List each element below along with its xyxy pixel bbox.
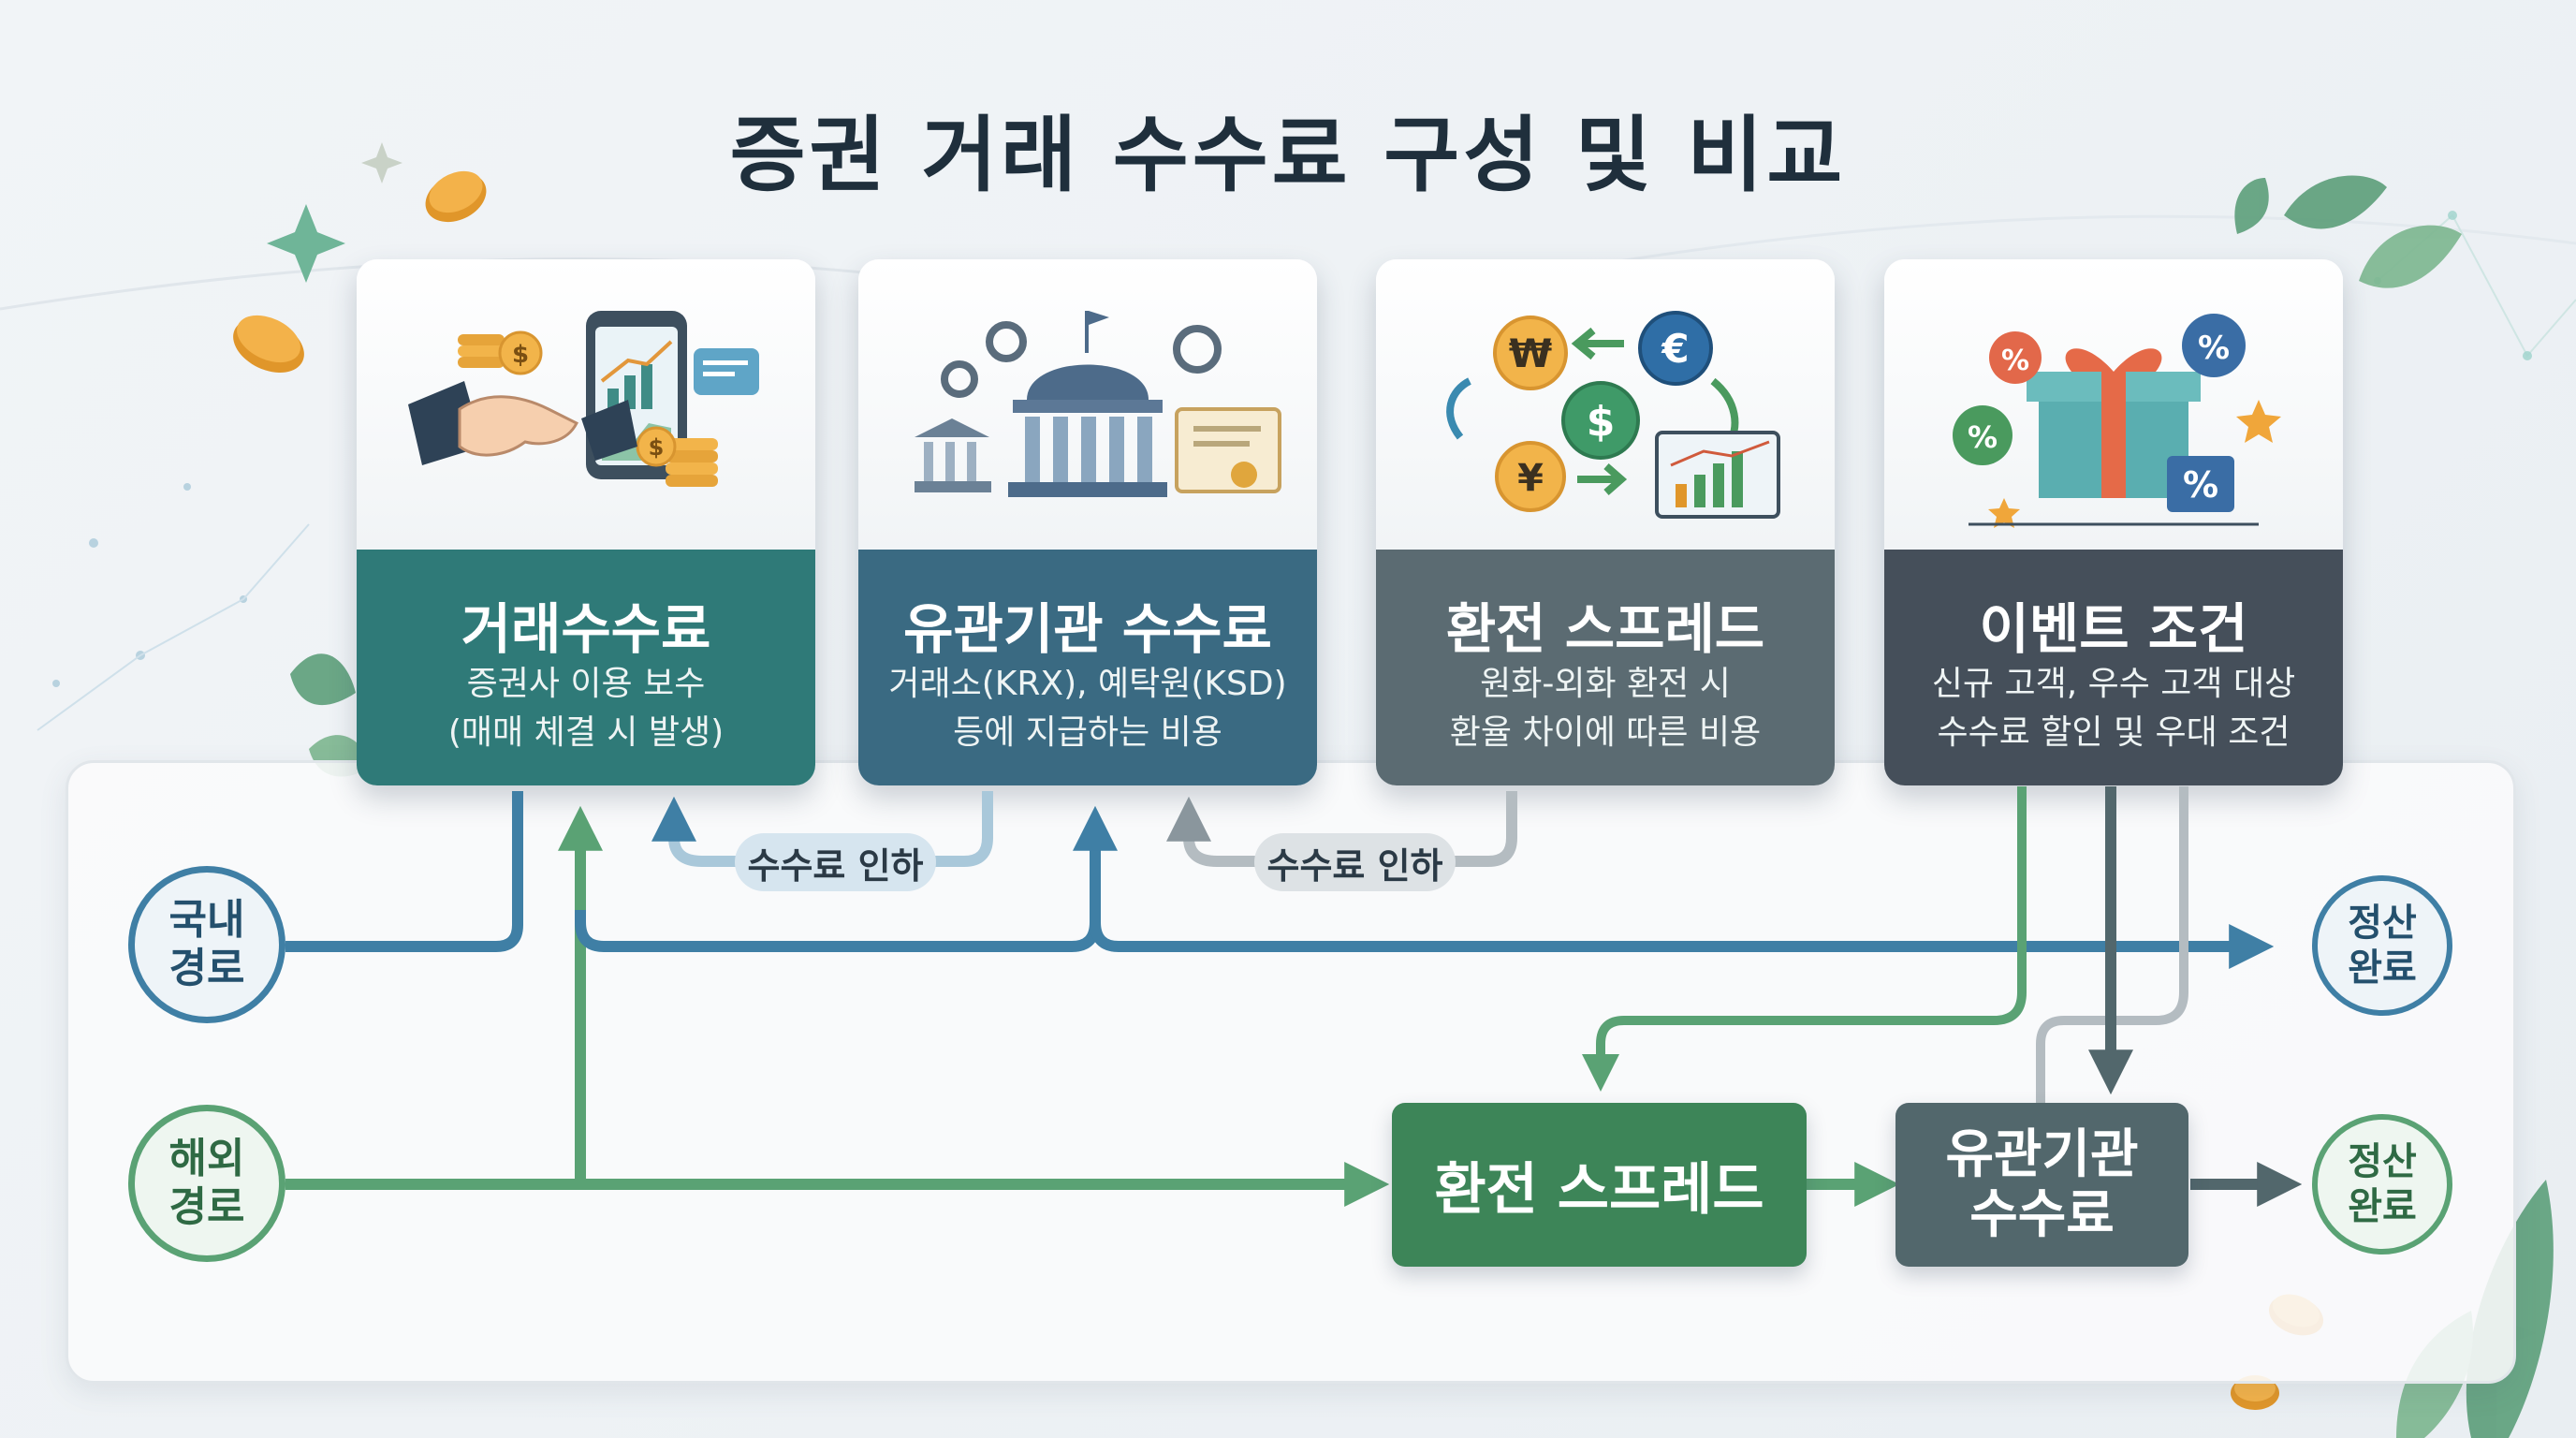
card-illustration [858, 259, 1317, 550]
fx-spread-box: 환전 스프레드 [1392, 1103, 1807, 1267]
card-title: 유관기관 수수료 [903, 597, 1272, 661]
government-building-icon [915, 311, 1281, 497]
card-desc-line: 수수료 할인 및 우대 조건 [1937, 713, 2291, 752]
yen-coin-icon: ¥ [1517, 457, 1544, 500]
card-desc-line: 등에 지급하는 비용 [953, 713, 1222, 752]
card-band: 이벤트 조건 신규 고객, 우수 고객 대상 수수료 할인 및 우대 조건 [1884, 550, 2343, 785]
card-description: 증권사 이용 보수 (매매 체결 시 발생) [357, 660, 815, 757]
svg-text:%: % [1968, 419, 1998, 455]
domestic-settle-arrow [1090, 921, 2275, 969]
settlement-complete-overseas: 정산 완료 [2312, 1114, 2452, 1255]
card-title: 이벤트 조건 [1979, 597, 2248, 661]
gift-box-icon: % % % % [1953, 314, 2281, 528]
node-label: 정산 [2348, 1140, 2417, 1183]
card-description: 신규 고객, 우수 고객 대상 수수료 할인 및 우대 조건 [1884, 660, 2343, 757]
svg-text:%: % [2198, 330, 2230, 367]
card-illustration: $ $ [357, 259, 815, 550]
node-label: 정산 [2348, 902, 2417, 945]
card-band: 환전 스프레드 원화-외화 환전 시 환율 차이에 따른 비용 [1376, 550, 1835, 785]
discount-pill-fx: 수수료 인하 [1254, 833, 1456, 891]
agency-fee-box: 유관기관 수수료 [1895, 1103, 2188, 1267]
euro-coin-icon: € [1661, 326, 1689, 372]
card-desc-line: 원화-외화 환전 시 [1480, 665, 1731, 703]
svg-text:%: % [2001, 345, 2029, 377]
card-illustration: ₩ € $ ¥ [1376, 259, 1835, 550]
card-title: 환전 스프레드 [1445, 597, 1765, 661]
event-to-fx-arrow [1582, 786, 2027, 1092]
card-desc-line: (매매 체결 시 발생) [447, 713, 724, 752]
card-desc-line: 신규 고객, 우수 고객 대상 [1931, 665, 2296, 703]
node-label: 국내 [168, 896, 245, 944]
page-title: 증권 거래 수수료 구성 및 비교 [729, 107, 1847, 203]
domestic-route-node: 국내 경로 [128, 866, 285, 1023]
node-label: 완료 [2348, 1185, 2417, 1228]
card-desc-line: 증권사 이용 보수 [466, 665, 706, 703]
card-desc-line: 거래소(KRX), 예탁원(KSD) [888, 665, 1287, 703]
box-label: 수수료 [1969, 1183, 2115, 1245]
card-description: 거래소(KRX), 예탁원(KSD) 등에 지급하는 비용 [858, 660, 1317, 757]
overseas-route-node: 해외 경로 [128, 1105, 285, 1262]
card-band: 거래수수료 증권사 이용 보수 (매매 체결 시 발생) [357, 550, 815, 785]
box-label: 유관기관 [1945, 1123, 2139, 1185]
card-fx-spread: ₩ € $ ¥ 환전 스프레드 원화-외화 환전 시 환율 차이에 따른 비용 [1376, 259, 1835, 785]
settlement-complete-domestic: 정산 완료 [2312, 875, 2452, 1016]
svg-text:%: % [2183, 464, 2218, 506]
handshake-icon: $ $ [408, 311, 759, 487]
won-coin-icon: ₩ [1509, 330, 1552, 376]
card-title: 거래수수료 [461, 597, 711, 661]
card-agency-fee: 유관기관 수수료 거래소(KRX), 예탁원(KSD) 등에 지급하는 비용 [858, 259, 1317, 785]
svg-text:$: $ [649, 434, 665, 461]
card-band: 유관기관 수수료 거래소(KRX), 예탁원(KSD) 등에 지급하는 비용 [858, 550, 1317, 785]
currency-exchange-icon: ₩ € $ ¥ [1446, 311, 1780, 519]
dollar-coin-icon: $ [1587, 398, 1616, 446]
node-label: 해외 [168, 1135, 245, 1182]
svg-text:$: $ [512, 341, 529, 369]
node-label: 경로 [168, 1183, 245, 1231]
card-event-conditions: % % % % 이벤트 조건 신규 고객, 우수 고객 대상 수수료 할인 및 … [1884, 259, 2343, 785]
card-desc-line: 환율 차이에 따른 비용 [1449, 713, 1762, 752]
discount-pill-domestic: 수수료 인하 [735, 833, 936, 891]
card-illustration: % % % % [1884, 259, 2343, 550]
card-description: 원화-외화 환전 시 환율 차이에 따른 비용 [1376, 660, 1835, 757]
node-label: 경로 [168, 945, 245, 992]
node-label: 완료 [2348, 946, 2417, 990]
card-trading-fee: $ $ 거래수수료 증권사 이용 보수 (매매 체결 시 발생) [357, 259, 815, 785]
